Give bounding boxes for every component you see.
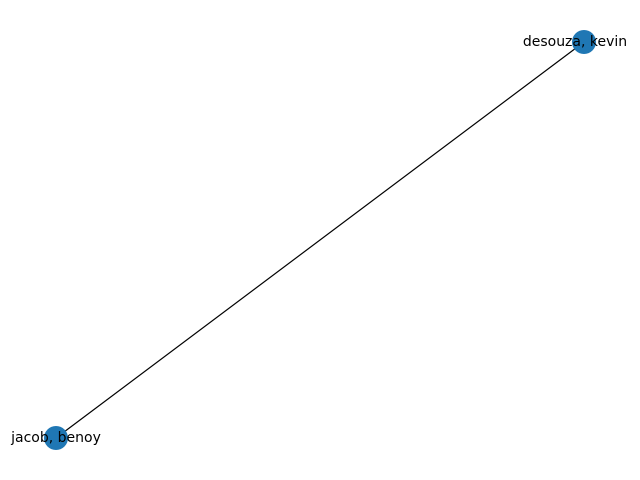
graph-node-desouza-kevin	[572, 30, 596, 54]
node-label-jacob-benoy: jacob, benoy	[10, 430, 101, 446]
graph-node-jacob-benoy	[44, 426, 68, 450]
graph-edge	[55, 41, 585, 439]
node-label-desouza-kevin: desouza, kevin	[523, 34, 627, 50]
